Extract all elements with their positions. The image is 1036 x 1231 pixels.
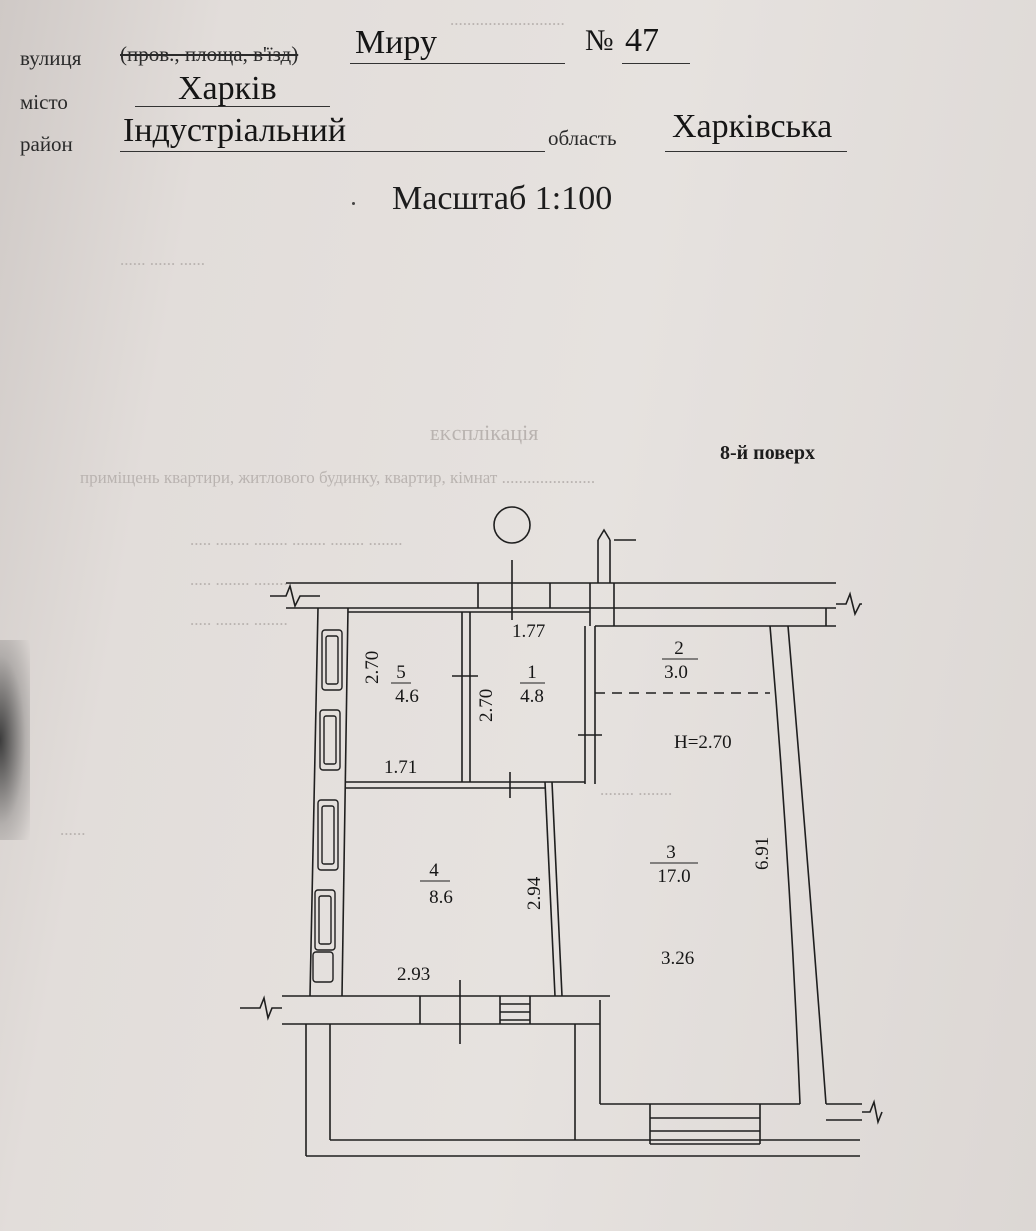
dim-3-26: 3.26 — [661, 948, 694, 969]
bleed-through-text: ........ ........ — [600, 780, 673, 799]
floor-label: 8-й поверх — [720, 442, 816, 464]
number-underline — [622, 63, 690, 64]
room-5-number: 5 — [396, 662, 406, 683]
street-underline — [350, 63, 565, 64]
bleed-through-text: ..... ........ ........ — [190, 610, 288, 629]
scale-label: Масштаб 1:100 — [392, 180, 613, 217]
room-3-area: 17.0 — [657, 866, 690, 887]
room-4-area: 8.6 — [429, 887, 453, 908]
region-label: область — [548, 126, 617, 150]
ink-dot — [352, 202, 355, 205]
ceiling-height: H=2.70 — [674, 732, 732, 753]
district-value: Індустріальний — [123, 112, 347, 149]
riser-circle-icon — [493, 506, 531, 544]
street-label: вулиця — [20, 46, 82, 70]
region-value: Харківська — [672, 108, 833, 145]
city-underline — [135, 106, 330, 107]
dim-2-93: 2.93 — [397, 964, 430, 985]
bleed-through-text: ...... ...... ...... — [120, 250, 205, 269]
street-value: Миру — [355, 24, 437, 61]
number-label: № — [585, 24, 614, 57]
bleed-through-text: ..... ........ ........ ........ .......… — [190, 530, 403, 549]
bleed-through-text: приміщень квартири, житлового будинку, к… — [80, 468, 596, 487]
bleed-through-text: ..... ........ ........ — [190, 570, 288, 589]
dim-2-70-left: 2.70 — [362, 651, 383, 684]
room-4-number: 4 — [429, 860, 439, 881]
room-3-number: 3 — [666, 842, 676, 863]
dim-2-70-mid: 2.70 — [476, 689, 497, 722]
dim-2-94: 2.94 — [524, 876, 545, 910]
dim-1-71: 1.71 — [384, 757, 417, 778]
bleed-through-text: ........................... — [450, 10, 565, 29]
bleed-through-text: ᴇᴋсплікація — [430, 420, 539, 445]
district-label: район — [20, 132, 73, 156]
number-value: 47 — [625, 22, 659, 59]
district-underline — [120, 151, 545, 152]
city-value: Харків — [178, 70, 277, 107]
region-underline — [665, 151, 847, 152]
dim-1-77: 1.77 — [512, 621, 545, 642]
city-label: місто — [20, 90, 68, 114]
bleed-through-text: ...... — [60, 820, 86, 839]
street-type-struck: (пров., площа, в'їзд) — [120, 42, 299, 66]
room-2-area: 3.0 — [664, 662, 688, 683]
room-5-area: 4.6 — [395, 686, 419, 707]
finger-shadow — [0, 640, 30, 840]
room-1-number: 1 — [527, 662, 537, 683]
room-1-area: 4.8 — [520, 686, 544, 707]
dim-6-91: 6.91 — [752, 837, 773, 870]
room-2-number: 2 — [674, 638, 684, 659]
